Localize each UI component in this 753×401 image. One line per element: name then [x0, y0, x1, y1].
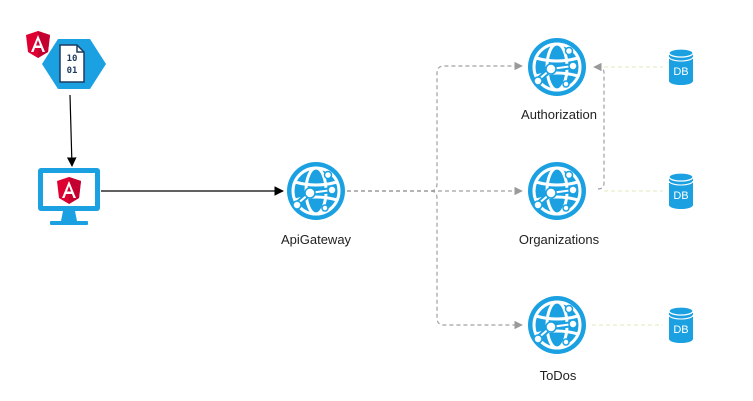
database-label: DB: [673, 324, 688, 336]
angular-binary-app-icon: 10 01: [26, 31, 106, 89]
web-app-globe-icon: [287, 162, 345, 220]
database-label: DB: [673, 190, 688, 202]
angular-badge-icon: [26, 31, 50, 58]
database-label: DB: [673, 66, 688, 78]
binary-top-text: 10: [67, 54, 78, 64]
binary-bottom-text: 01: [67, 66, 78, 76]
database-authorization[interactable]: DB: [668, 48, 694, 86]
gateway-node[interactable]: ApiGateway: [281, 162, 352, 247]
database-todos[interactable]: DB: [668, 306, 694, 344]
service-organizations[interactable]: Organizations: [519, 162, 600, 247]
edge-organizations-to-authorization: [593, 62, 605, 190]
edges: [66, 61, 663, 330]
edge-gateway-to-authorization: [347, 61, 523, 192]
service-todos[interactable]: ToDos: [528, 296, 586, 383]
web-client-node[interactable]: [38, 168, 100, 225]
angular-monitor-icon: [38, 168, 100, 225]
service-label: Authorization: [521, 107, 597, 122]
gateway-label: ApiGateway: [281, 232, 352, 247]
edge-gateway-to-todos: [347, 190, 523, 330]
web-app-globe-icon: [528, 296, 586, 354]
database-organizations[interactable]: DB: [668, 172, 694, 210]
service-authorization[interactable]: Authorization: [521, 38, 597, 122]
edge-app-to-client: [66, 94, 77, 167]
web-app-globe-icon: [528, 38, 586, 96]
web-app-globe-icon: [528, 162, 586, 220]
service-label: Organizations: [519, 232, 600, 247]
client-app-node[interactable]: 10 01: [26, 31, 106, 89]
service-label: ToDos: [540, 368, 577, 383]
